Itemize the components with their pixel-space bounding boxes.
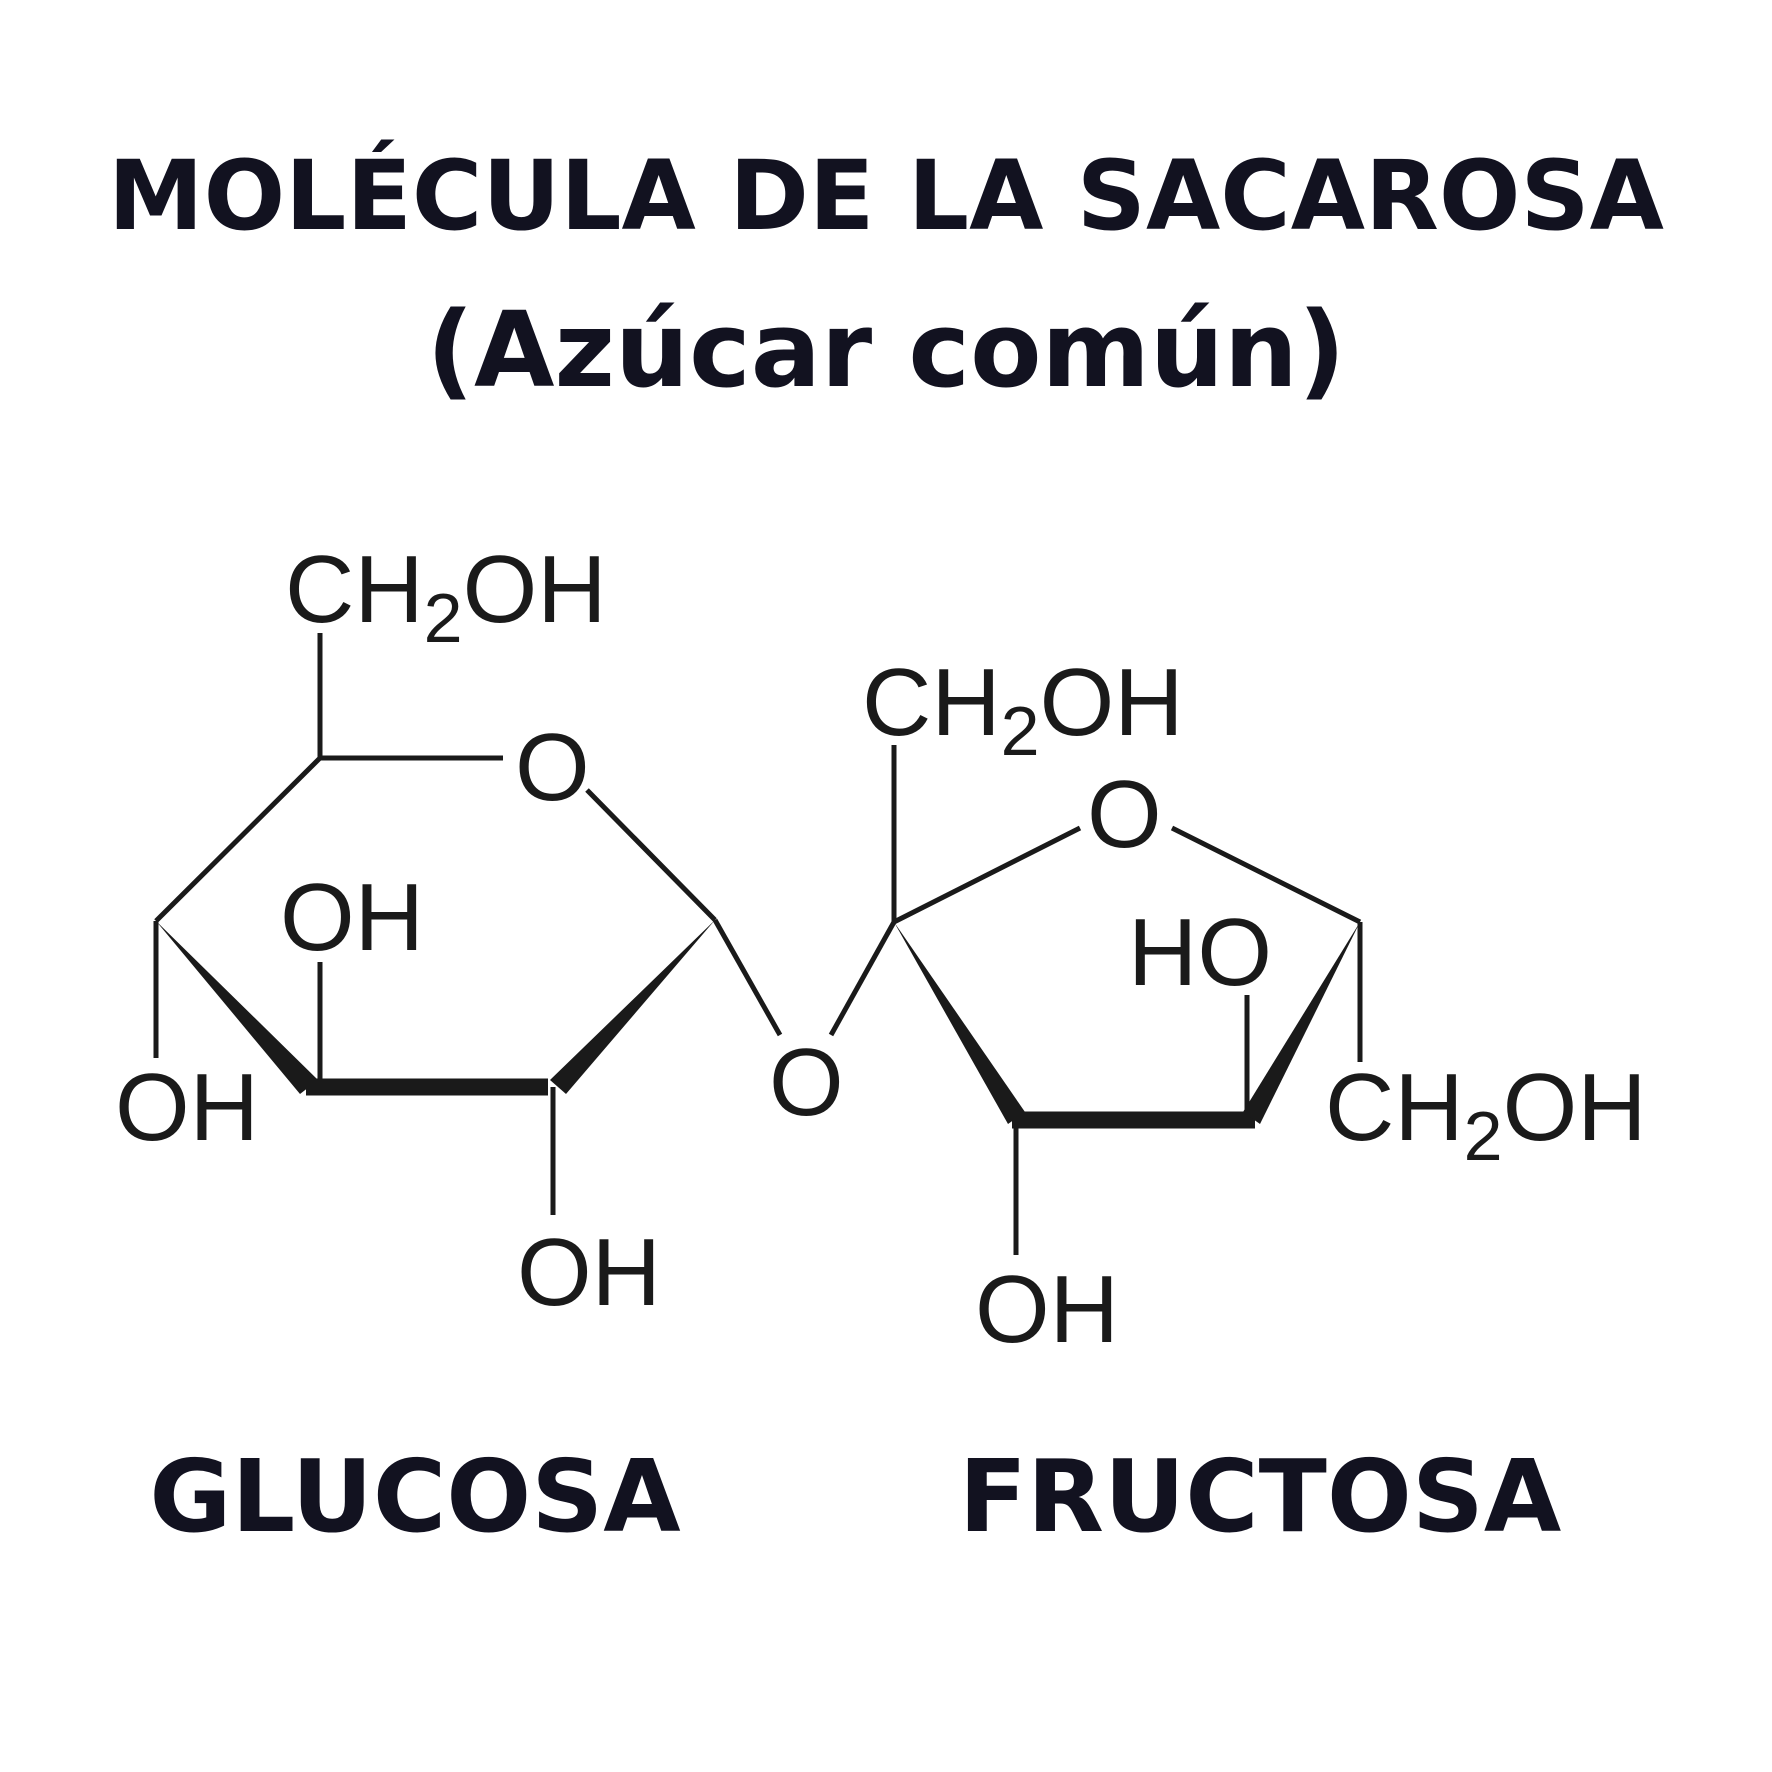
glucose-ch2oh-label: CH2OH [285,536,607,657]
glucose-oh-bottom: OH [517,1219,661,1326]
glucose-oh-left: OH [115,1054,259,1161]
fructose-ch2oh-right-label: CH2OH [1325,1054,1647,1175]
fructose-wedge-c2-c3 [894,922,1025,1124]
glucose-ring-oxygen: O [515,714,590,821]
fructose-ring-oxygen: O [1087,761,1162,868]
fructose-label: FRUCTOSA [959,1438,1562,1555]
glucose-bond-c5-c4 [154,756,322,923]
glycosidic-bond-left [712,918,783,1037]
page-subtitle: (Azúcar común) [426,289,1346,411]
fructose-ho-inner: HO [1128,899,1272,1006]
fructose-oh-bottom: OH [975,1256,1119,1363]
glucose-wedge-c2-c1 [550,920,715,1094]
glycosidic-oxygen: O [769,1029,844,1136]
glycosidic-bond-right [828,920,897,1037]
fructose-bond-c2-o [892,825,1082,925]
glucose-bond-o-c1 [585,788,717,922]
fructose-bond-o-c5 [1170,825,1362,925]
glucose-ring [153,633,717,1215]
glucose-oh-inner: OH [280,864,424,971]
glucose-wedge-c4-c3 [156,921,318,1094]
fructose-wedge-c4-c5 [1243,922,1360,1124]
page-title: MOLÉCULA DE LA SACAROSA [108,140,1664,252]
glucose-label: GLUCOSA [149,1438,680,1555]
fructose-ch2oh-top-label: CH2OH [862,649,1184,770]
fructose-ring [891,745,1363,1255]
